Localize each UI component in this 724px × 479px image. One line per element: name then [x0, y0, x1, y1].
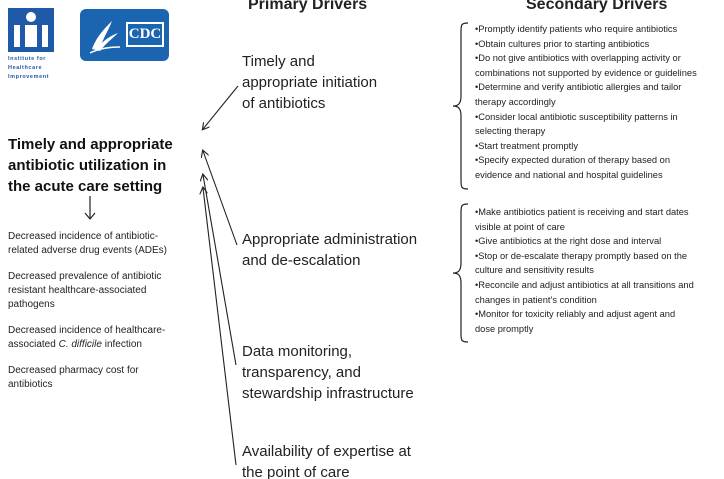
primary-driver-line: and de-escalation: [242, 252, 361, 269]
primary-driver-line: transparency, and: [242, 364, 361, 381]
ihi-logo-text: Institute for Healthcare Improvement: [8, 55, 49, 82]
secondary-driver-line: evidence and national and hospital guide…: [475, 169, 663, 180]
primary-driver-line: appropriate initiation: [242, 74, 378, 91]
secondary-group-brace-1: [452, 22, 469, 190]
hhs-eagle-icon: [89, 21, 121, 54]
outcome-item: Decreased incidence of healthcare- assoc…: [8, 324, 218, 352]
ihi-logo-line: Institute for: [8, 56, 47, 62]
secondary-driver-line: •Consider local antibiotic susceptibilit…: [475, 111, 678, 122]
secondary-group-brace-2: [452, 203, 469, 343]
secondary-driver-line: •Stop or de-escalate therapy promptly ba…: [475, 250, 688, 261]
outcome-line: associated C. difficile infection: [8, 338, 218, 352]
outcome-line: Decreased incidence of antibiotic-: [8, 231, 159, 242]
outcome-line: antibiotics: [8, 379, 53, 390]
primary-driver-expertise: Availability of expertise at the point o…: [242, 441, 442, 479]
outcome-line: Decreased incidence of healthcare-: [8, 325, 166, 336]
aim-line: Timely and appropriate: [8, 136, 173, 153]
connector-arrow-3: [203, 175, 237, 366]
secondary-driver-line: combinations not supported by evidence o…: [475, 67, 697, 78]
secondary-driver-line: •Promptly identify patients who require …: [475, 24, 678, 34]
secondary-driver-text: •Promptly identify patients who require …: [475, 22, 724, 183]
connector-arrow-2: [203, 151, 238, 246]
secondary-driver-line: culture and sensitivity results: [475, 265, 594, 276]
cdc-logo: CDC: [80, 9, 169, 61]
secondary-driver-line: •Give antibiotics at the right dose and …: [475, 236, 662, 247]
primary-driver-line: Data monitoring,: [242, 343, 353, 360]
secondary-driver-line: dose promptly: [475, 323, 534, 334]
secondary-driver-line: therapy accordingly: [475, 96, 556, 107]
secondary-driver-line: •Reconcile and adjust antibiotics at all…: [475, 279, 694, 290]
primary-driver-line: stewardship infrastructure: [242, 385, 414, 402]
outcome-line: resistant healthcare-associated: [8, 285, 147, 296]
secondary-driver-line: selecting therapy: [475, 126, 546, 137]
outcome-item: Decreased pharmacy cost for antibiotics: [8, 364, 218, 392]
primary-drivers-header: Primary Drivers: [248, 0, 368, 13]
aim-statement: Timely and appropriate antibiotic utiliz…: [8, 134, 208, 197]
outcome-line: Decreased prevalence of antibiotic: [8, 271, 162, 282]
ihi-logo-line: Healthcare: [8, 65, 43, 71]
secondary-driver-line: •Start treatment promptly: [475, 140, 578, 151]
primary-driver-line: Appropriate administration: [242, 231, 418, 248]
outcome-line: Decreased pharmacy cost for: [8, 365, 139, 376]
connector-arrow-4: [203, 188, 237, 466]
ihi-logo-line: Improvement: [8, 74, 50, 80]
primary-driver-line: Timely and: [242, 53, 315, 70]
secondary-driver-text: •Make antibiotics patient is receiving a…: [475, 205, 724, 336]
outcome-line: pathogens: [8, 299, 55, 310]
primary-driver-administration: Appropriate administration and de-escala…: [242, 229, 442, 271]
aim-line: the acute care setting: [8, 178, 163, 195]
secondary-driver-line: visible at point of care: [475, 221, 565, 232]
secondary-driver-line: •Make antibiotics patient is receiving a…: [475, 207, 689, 217]
outcome-text: infection: [101, 339, 142, 350]
primary-driver-data-monitoring: Data monitoring, transparency, and stewa…: [242, 341, 442, 404]
ihi-logo-mark: [8, 8, 54, 52]
aim-down-arrow: [84, 196, 96, 220]
primary-driver-line: Availability of expertise at: [242, 443, 411, 460]
outcome-item: Decreased prevalence of antibiotic resis…: [8, 270, 218, 312]
secondary-driver-line: •Obtain cultures prior to starting antib…: [475, 38, 650, 49]
primary-driver-line: the point of care: [242, 464, 350, 479]
secondary-drivers-administration: •Make antibiotics patient is receiving a…: [475, 205, 724, 336]
primary-driver-line: of antibiotics: [242, 95, 326, 112]
aim-line: antibiotic utilization in: [8, 157, 167, 174]
secondary-drivers-header: Secondary Drivers: [526, 0, 668, 13]
primary-driver-initiation: Timely and appropriate initiation of ant…: [242, 51, 412, 114]
outcome-list: Decreased incidence of antibiotic- relat…: [8, 230, 218, 404]
secondary-driver-line: •Do not give antibiotics with overlappin…: [475, 53, 681, 64]
ihi-logo: Institute for Healthcare Improvement: [8, 8, 70, 88]
secondary-driver-line: •Monitor for toxicity reliably and adjus…: [475, 309, 676, 320]
connector-arrow-1: [203, 85, 239, 129]
outcome-italic-text: C. difficile: [58, 339, 102, 350]
outcome-line: related adverse drug events (ADEs): [8, 245, 167, 256]
cdc-logo-text: CDC: [126, 22, 164, 47]
secondary-driver-line: •Determine and verify antibiotic allergi…: [475, 82, 682, 93]
secondary-driver-line: changes in patient’s condition: [475, 294, 597, 305]
secondary-driver-line: •Specify expected duration of therapy ba…: [475, 155, 671, 166]
secondary-drivers-initiation: •Promptly identify patients who require …: [475, 22, 724, 183]
outcome-item: Decreased incidence of antibiotic- relat…: [8, 230, 218, 258]
outcome-text: associated: [8, 339, 59, 350]
